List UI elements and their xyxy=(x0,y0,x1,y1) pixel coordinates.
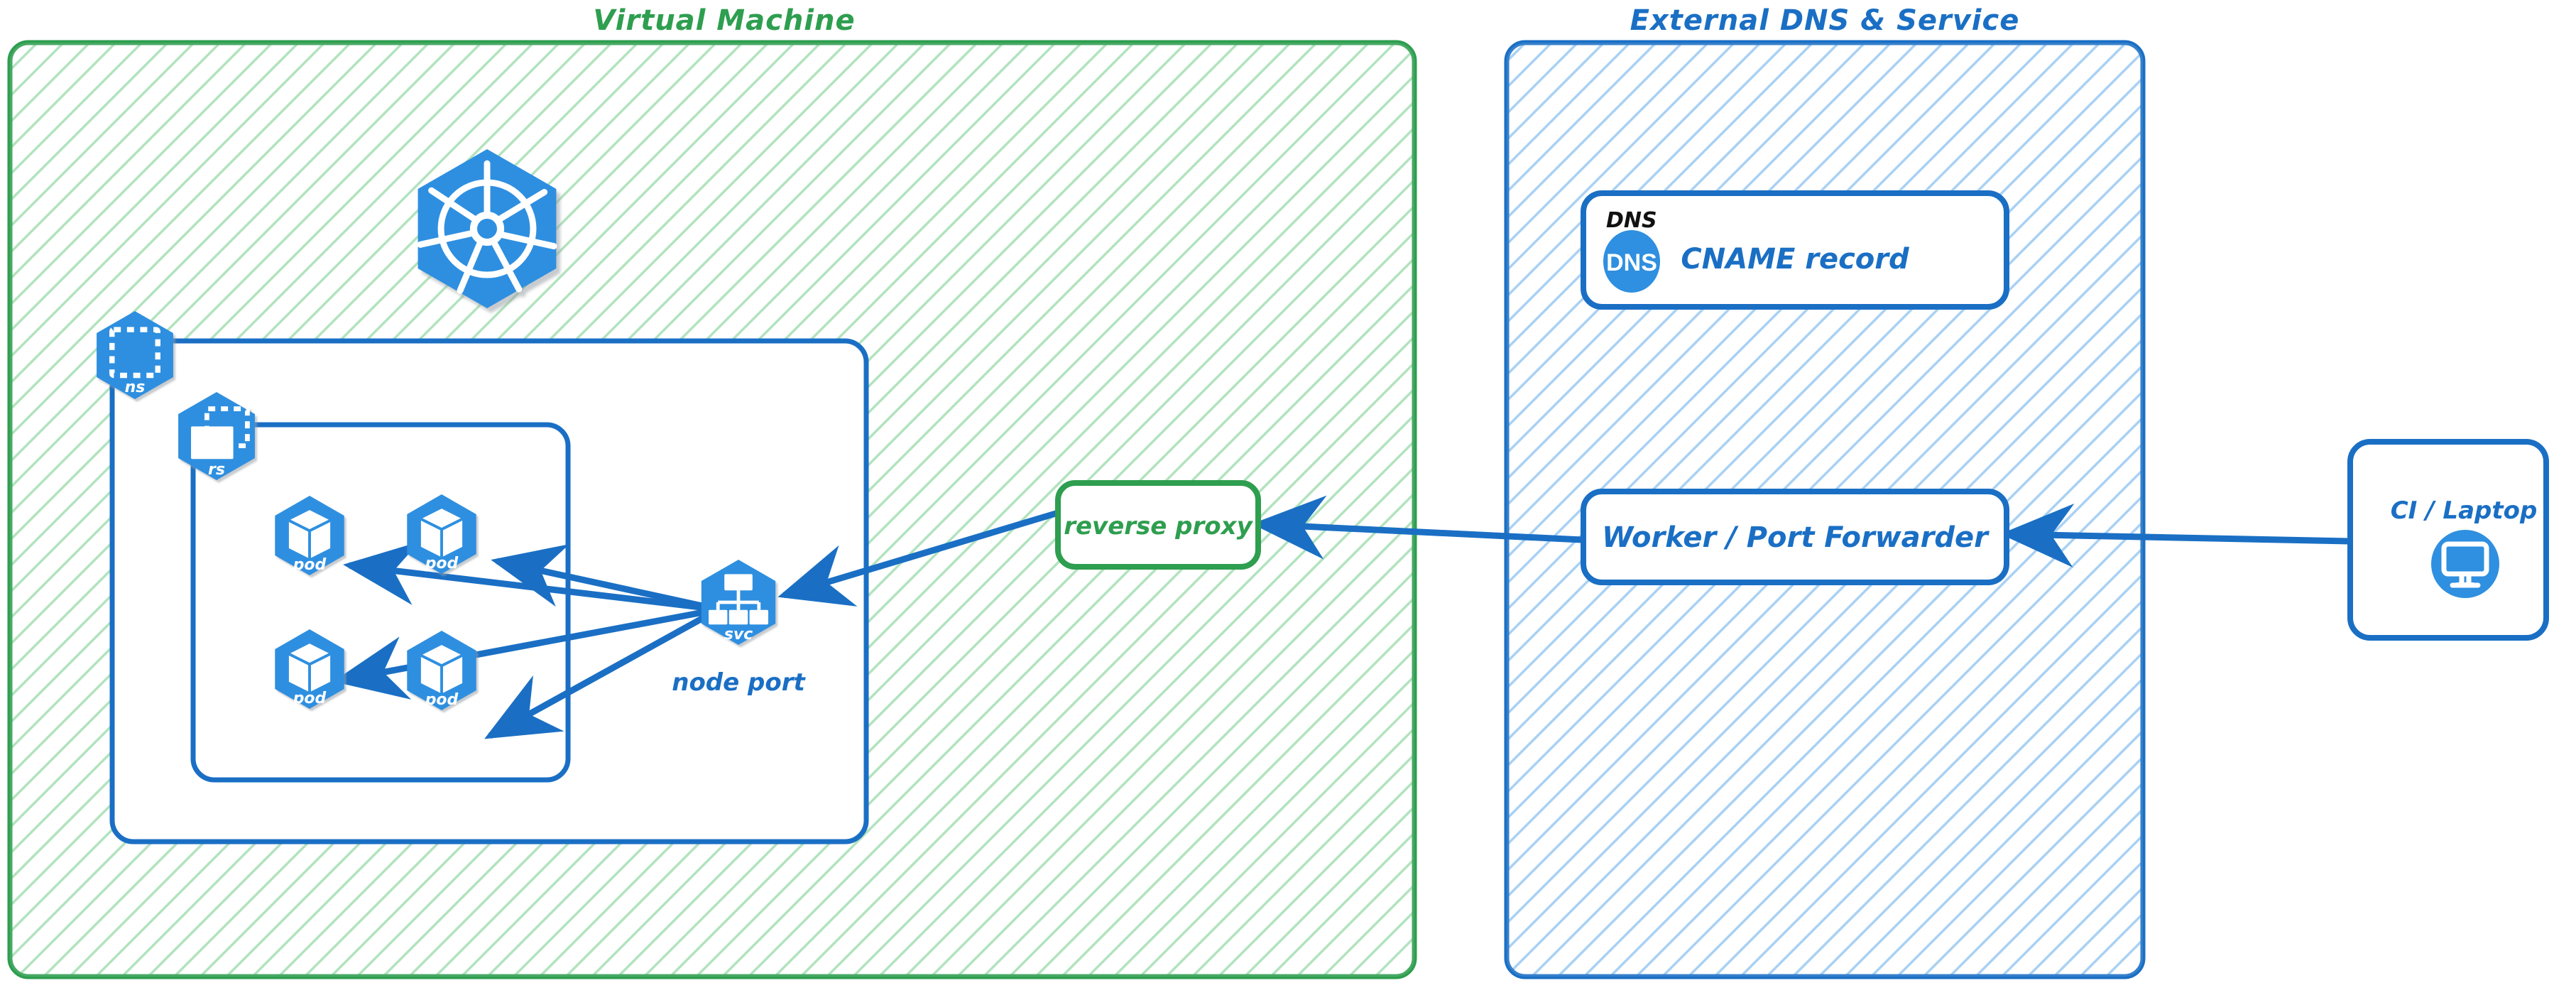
replicaset-icon-caption: rs xyxy=(208,461,225,479)
pod-icon xyxy=(275,496,344,575)
namespace-icon xyxy=(97,311,173,399)
dns-tag-label: DNS xyxy=(1606,208,1657,233)
worker-port-forwarder-box[interactable] xyxy=(1581,489,2009,585)
pod-icon-caption: pod xyxy=(293,690,327,707)
service-icon-caption: svc xyxy=(724,626,753,643)
dns-record-box[interactable] xyxy=(1581,190,2009,310)
pod-icon-caption: pod xyxy=(425,555,459,572)
namespace-icon-caption: ns xyxy=(125,379,146,396)
client-label: CI / Laptop xyxy=(2391,496,2538,525)
dns-badge-label: DNS xyxy=(1606,249,1657,276)
edge-reverse-proxy-to-service xyxy=(777,509,1059,607)
node-port-label: node port xyxy=(672,668,806,697)
dns-badge-icon xyxy=(1603,230,1660,293)
pod-icon-caption: pod xyxy=(425,691,459,709)
edge-service-to-pod-2 xyxy=(491,544,719,613)
edge-client-to-worker xyxy=(2000,503,2351,567)
edge-service-to-pod-4 xyxy=(484,607,721,739)
group-title-external: External DNS & Service xyxy=(1630,4,2020,37)
monitor-icon xyxy=(2431,530,2499,598)
replicaset-icon xyxy=(178,392,255,480)
service-icon xyxy=(701,560,776,645)
pod-icon xyxy=(407,631,476,710)
pod-icon-caption: pod xyxy=(293,556,327,574)
edge-worker-to-reverse-proxy xyxy=(1252,495,1583,560)
edges-service-to-pods xyxy=(333,541,721,739)
cname-record-label: CNAME record xyxy=(1681,243,1909,276)
pod-icon xyxy=(275,629,344,709)
worker-port-forwarder-label: Worker / Port Forwarder xyxy=(1602,521,1990,554)
reverse-proxy-box[interactable] xyxy=(1055,480,1261,570)
pod-icon xyxy=(407,494,476,574)
edge-service-to-pod-3 xyxy=(333,606,719,700)
group-title-virtual-machine: Virtual Machine xyxy=(593,4,855,37)
kubernetes-logo-icon xyxy=(417,149,557,308)
reverse-proxy-label: reverse proxy xyxy=(1064,512,1253,541)
